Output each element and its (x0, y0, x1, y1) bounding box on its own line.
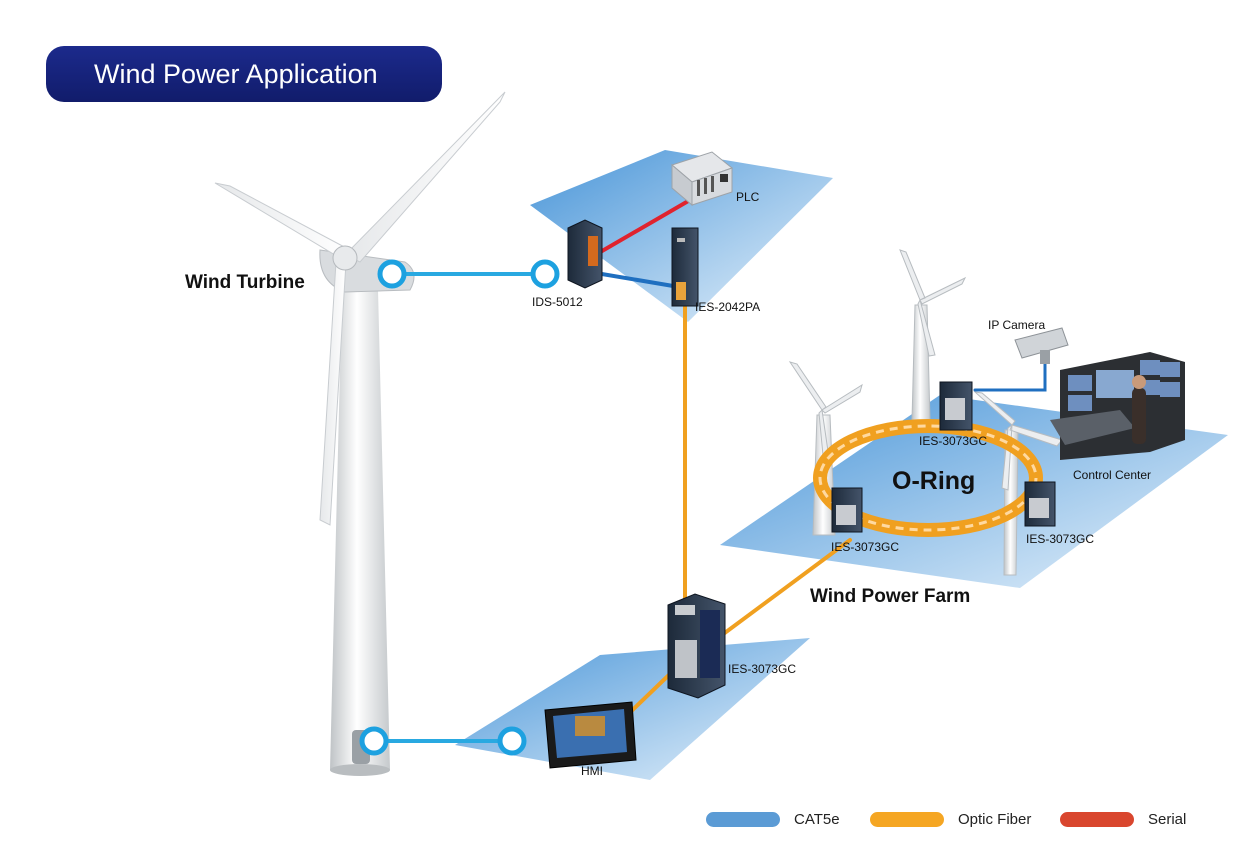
legend-serial-swatch (1060, 812, 1134, 827)
ids-5012-device (567, 219, 603, 289)
ies-3073gc-main-device (667, 593, 726, 699)
ip-camera-label: IP Camera (988, 318, 1046, 332)
ies-3073gc-left-label: IES-3073GC (831, 540, 900, 554)
ies-2042pa-device (671, 227, 699, 307)
ies-2042pa-label: IES-2042PA (695, 300, 761, 314)
cat5e-switch-camera (973, 358, 1047, 392)
diagram-title: Wind Power Application (46, 46, 442, 102)
o-ring-label: O-Ring (892, 467, 976, 495)
cables (372, 198, 1047, 743)
legend-fiber-label: Optic Fiber (958, 811, 1032, 828)
legend-cat5e-swatch (706, 812, 780, 827)
serial-ids-plc (588, 198, 692, 260)
wind-turbine-graphic (214, 91, 506, 776)
hmi-device (544, 701, 637, 769)
fiber-ies3073-farm (720, 538, 852, 637)
wind-turbine-label: Wind Turbine (185, 272, 305, 293)
legend-fiber-swatch (870, 812, 944, 827)
ies-3073gc-main-label: IES-3073GC (728, 662, 797, 676)
legend-serial-label: Serial (1148, 811, 1187, 828)
plc-device (670, 151, 734, 207)
farm-switches (831, 381, 1056, 533)
control-center-graphic (1050, 352, 1185, 460)
legend-cat5e-label: CAT5e (794, 811, 840, 828)
wind-power-farm-label: Wind Power Farm (810, 586, 971, 607)
hmi-label: HMI (581, 764, 603, 778)
connector-rings (359, 259, 560, 756)
ies-3073gc-right-label: IES-3073GC (1026, 532, 1095, 546)
cat5e-ids-ies2042 (588, 270, 687, 290)
farm-turbines (788, 249, 1063, 576)
ids-5012-label: IDS-5012 (532, 295, 583, 309)
control-center-label: Control Center (1073, 468, 1152, 482)
ies-3073gc-top-label: IES-3073GC (919, 434, 988, 448)
plc-label: PLC (736, 190, 760, 204)
ip-camera-device (1014, 327, 1069, 364)
